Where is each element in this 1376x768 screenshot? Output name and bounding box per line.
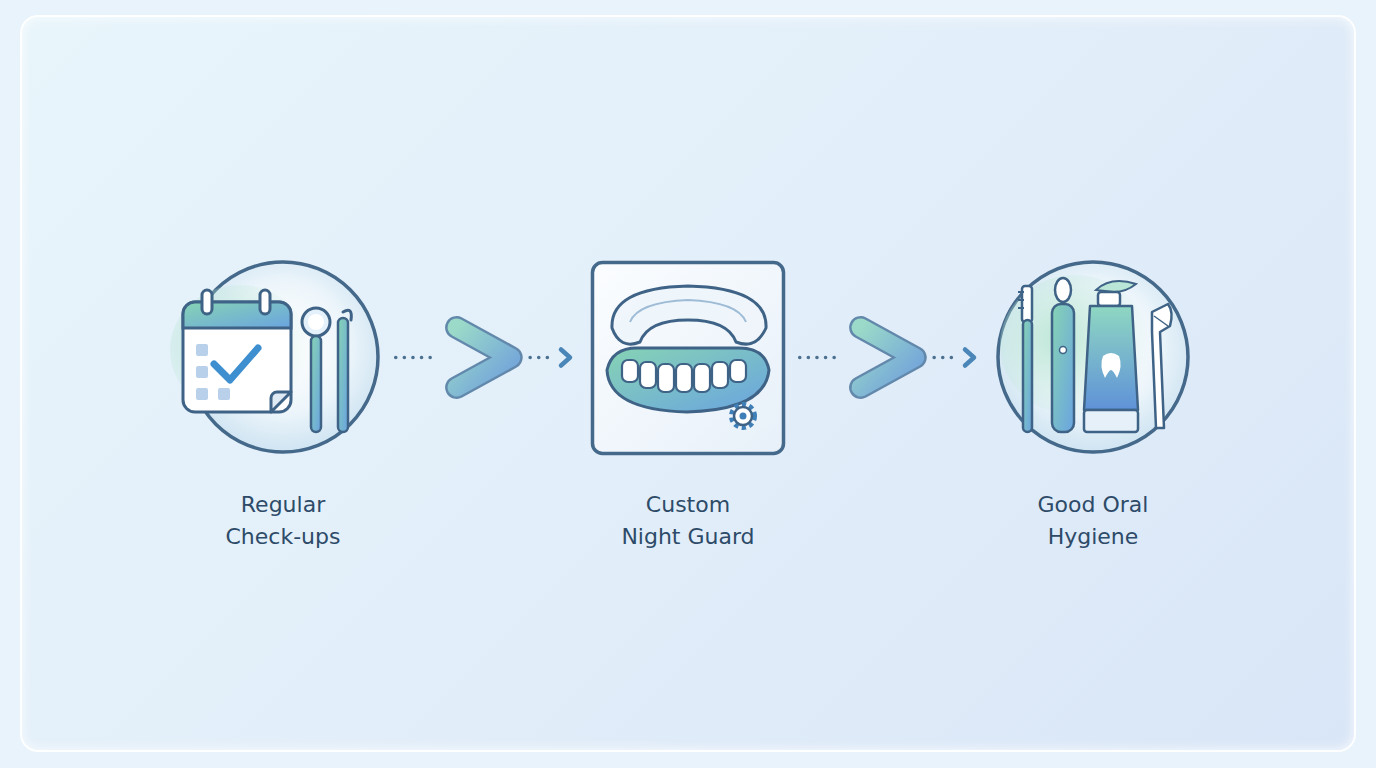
outline-shape bbox=[593, 263, 784, 454]
arrow-head bbox=[561, 350, 570, 366]
chevron-outline bbox=[457, 328, 512, 388]
dotted-line bbox=[934, 356, 957, 360]
node-label: Custom Night Guard bbox=[613, 489, 763, 553]
icon-square: Custom Night Guard bbox=[591, 261, 785, 455]
icon-circle: Regular Check-ups bbox=[185, 259, 381, 455]
chevron-arrow bbox=[861, 328, 916, 388]
node-label: Good Oral Hygiene bbox=[1018, 489, 1168, 553]
hygiene-icon bbox=[1000, 275, 1172, 432]
night-guard-icon bbox=[607, 286, 769, 427]
outline-shape bbox=[998, 262, 1188, 452]
icon-circle: Good Oral Hygiene bbox=[995, 259, 1191, 455]
outline-shape bbox=[188, 262, 378, 452]
node-outline bbox=[995, 259, 1191, 455]
dotted-line bbox=[800, 356, 842, 360]
node-outline bbox=[185, 259, 381, 455]
flow-connector bbox=[396, 328, 570, 388]
dotted-line bbox=[530, 356, 553, 360]
node-label: Regular Check-ups bbox=[208, 489, 358, 553]
checkup-icon bbox=[170, 285, 351, 432]
chevron-arrow bbox=[457, 328, 512, 388]
chevron-outline bbox=[861, 328, 916, 388]
flow-connector bbox=[800, 328, 974, 388]
arrow-head bbox=[965, 350, 974, 366]
node-outline bbox=[591, 261, 785, 455]
dotted-line bbox=[396, 356, 438, 360]
